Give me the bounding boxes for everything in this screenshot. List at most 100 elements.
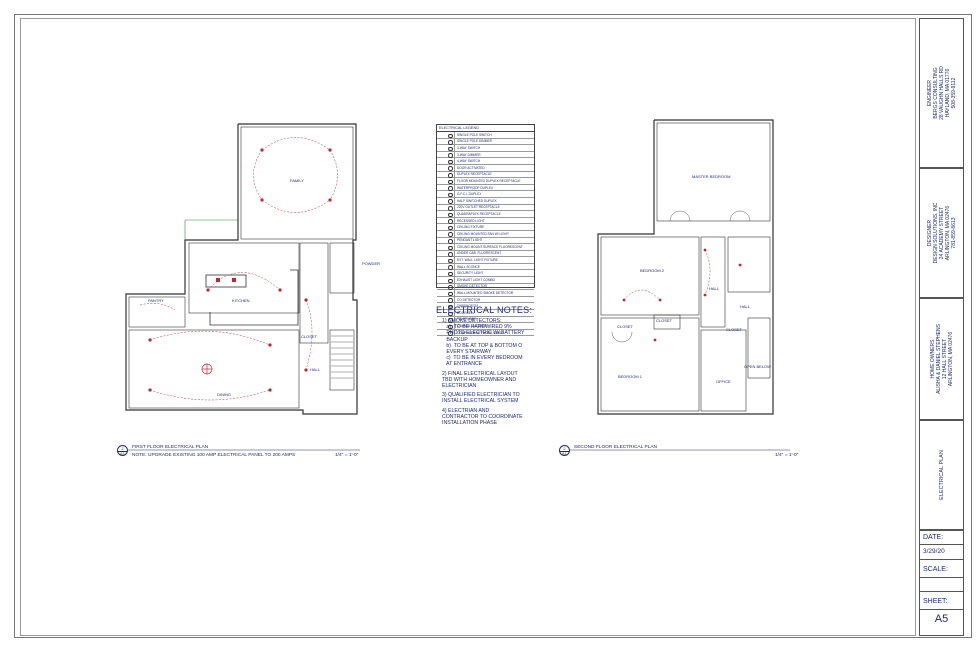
designer-box: DESIGNER DESIGN SOLUTIONS, INC 24 ACADEM… bbox=[919, 168, 964, 298]
legend-row-label: UNDER CAB. FLUORESCENT bbox=[457, 251, 502, 256]
legend-row-label: EXHAUST LIGHT COMBO bbox=[457, 277, 496, 282]
stair-walls bbox=[329, 329, 355, 391]
first-floor-outline bbox=[125, 123, 358, 415]
room-label-kitchen: KITCHEN bbox=[232, 298, 250, 303]
bedroom1-walls bbox=[600, 317, 700, 412]
legend-symbol-icon bbox=[445, 158, 455, 164]
drawing-sheet-border bbox=[14, 14, 972, 638]
sheet-title-box: ELECTRICAL PLAN bbox=[919, 420, 964, 530]
legend-row-label: CEILING MOUNTED FAN W/ LIGHT bbox=[457, 231, 509, 236]
first-floor-detail-bubble: 2 A1 bbox=[117, 445, 128, 456]
drawing-area-border bbox=[20, 18, 916, 636]
legend-row-label: SINGLE POLE DIMMER bbox=[457, 139, 492, 144]
ceiling-fan bbox=[201, 363, 213, 375]
legend-symbol-icon bbox=[445, 204, 455, 211]
room-label-hall-2: HALL bbox=[740, 304, 751, 309]
legend-row-label: CEILING FIXTURE bbox=[457, 225, 485, 230]
second-floor-devices bbox=[622, 248, 742, 342]
room-label-dining: DINING bbox=[217, 392, 231, 397]
legend-symbol-icon bbox=[445, 329, 455, 336]
legend-row-label: COAXIAL TV CABLE bbox=[457, 324, 487, 329]
sheet-title: ELECTRICAL PLAN bbox=[938, 450, 945, 500]
legend-row-label: SECURITY LIGHT bbox=[457, 271, 484, 276]
legend-row-label: QUADRAPLEX RECEPTACLE bbox=[457, 211, 501, 216]
sheet-label: SHEET: bbox=[923, 598, 948, 605]
legend-row-label: WALL MOUNTED SMOKE DETECTOR bbox=[457, 291, 514, 296]
legend-row-label: DOOR ACTIVATED bbox=[457, 165, 485, 170]
second-floor-doors bbox=[611, 210, 751, 343]
hall1-walls bbox=[700, 236, 726, 328]
pantry-walls bbox=[128, 296, 186, 328]
second-floor-bubble-sheet: A1 bbox=[562, 451, 567, 456]
first-floor-scale: 1/4" = 1'-0" bbox=[335, 453, 359, 458]
second-floor-scale: 1/4" = 1'-0" bbox=[775, 453, 799, 458]
legend-row: THERMOSTAT bbox=[437, 303, 534, 311]
hall-walls bbox=[299, 242, 329, 344]
legend-row-label: 3-WAY DIMMER bbox=[457, 152, 481, 157]
room-label-bedroom-2: BEDROOM 2 bbox=[640, 268, 665, 273]
legend-symbol-icon bbox=[445, 257, 455, 263]
second-floor-circuits bbox=[623, 249, 711, 301]
master-bedroom-walls bbox=[656, 122, 771, 222]
legend-symbol-icon bbox=[445, 310, 455, 316]
legend-symbol-icon bbox=[445, 250, 455, 257]
divider bbox=[920, 544, 963, 545]
legend-symbol-icon bbox=[445, 270, 455, 277]
divider bbox=[920, 591, 963, 592]
legend-title: ELECTRICAL LEGEND bbox=[437, 125, 534, 132]
kitchen-counter bbox=[209, 269, 299, 326]
stair2-walls bbox=[747, 317, 771, 379]
legend-row: SMOKE DETECTOR bbox=[437, 283, 534, 291]
owners-info: HOME OWNERS ALISHA & DANIEL STEPHENS 12 … bbox=[929, 324, 954, 394]
legend-row: 3-WAY DIMMER bbox=[437, 151, 534, 159]
legend-symbol-icon bbox=[445, 145, 455, 151]
legend-row-label: PENDANT LIGHT bbox=[457, 238, 483, 243]
legend-symbol-icon bbox=[445, 164, 455, 171]
legend-row-label: WATERPROOF DUPLEX bbox=[457, 185, 494, 190]
note-3: 3) QUALIFIED ELECTRICIAN TO INSTALL ELEC… bbox=[442, 392, 520, 405]
legend-symbol-icon bbox=[445, 316, 455, 323]
legend-row: CEILING FIXTURE bbox=[437, 224, 534, 231]
room-label-closet: CLOSET bbox=[301, 334, 318, 339]
bath-walls bbox=[727, 236, 771, 293]
room-label-family: FAMILY bbox=[290, 178, 304, 183]
legend-row: G.F.C.I. DUPLEX bbox=[437, 191, 534, 198]
second-floor-plan bbox=[597, 119, 774, 415]
legend-row: TELEPHONE bbox=[437, 316, 534, 324]
note-1: 1) SMOKE DETECTORS: a) TO BE HARDWIRED 9… bbox=[442, 318, 525, 368]
first-floor-stairs bbox=[331, 335, 353, 379]
first-floor-devices bbox=[148, 148, 332, 392]
legend-row-label: WALL SCONCE bbox=[457, 264, 480, 269]
room-label-pantry: PANTRY bbox=[148, 298, 164, 303]
legend-row: SINGLE POLE DIMMER bbox=[437, 138, 534, 146]
first-floor-plan bbox=[125, 123, 358, 415]
second-floor-outline bbox=[597, 119, 774, 415]
room-label-master-bedroom: MASTER BEDROOM bbox=[692, 174, 730, 179]
legend-row-label: DOORBELL bbox=[457, 310, 475, 315]
bedroom2-walls bbox=[600, 236, 700, 316]
legend-symbol-icon bbox=[445, 184, 455, 191]
electrical-notes: ELECTRICAL NOTES: 1) SMOKE DETECTORS: a)… bbox=[436, 305, 546, 426]
legend-row: EXHAUST LIGHT COMBO bbox=[437, 277, 534, 284]
legend-row-label: FLOOR MOUNTED DUPLEX RECEPTACLE bbox=[457, 178, 521, 183]
legend-row: DUPLEX RECEPTACLE bbox=[437, 171, 534, 179]
room-label-hall-1: HALL bbox=[709, 286, 720, 291]
legend-row: CO DETECTOR bbox=[437, 296, 534, 304]
legend-row: 4-WAY SWITCH bbox=[437, 158, 534, 165]
legend-symbol-icon bbox=[445, 290, 455, 296]
first-floor-circuits bbox=[139, 137, 338, 401]
legend-row: SECURITY LIGHT bbox=[437, 270, 534, 278]
first-floor-bubble-sheet: A1 bbox=[120, 451, 125, 456]
legend-row: PENDANT LIGHT bbox=[437, 237, 534, 245]
designer-info: DESIGNER DESIGN SOLUTIONS, INC 24 ACADEM… bbox=[926, 202, 957, 264]
legend-row: HALF SWITCHED DUPLEX bbox=[437, 197, 534, 205]
legend-symbol-icon bbox=[445, 211, 455, 217]
kitchen-island bbox=[205, 274, 247, 288]
room-label-bedroom-1: BEDROOM 1 bbox=[618, 374, 643, 379]
room-label-closet-2: CLOSET bbox=[656, 318, 673, 323]
title-block: ENGINEER BERGS CONSULTING 28 VAUGHN HALL… bbox=[919, 18, 964, 636]
owners-box: HOME OWNERS ALISHA & DANIEL STEPHENS 12 … bbox=[919, 298, 964, 420]
legend-row-label: 220V OUTLET RECEPTACLE bbox=[457, 205, 500, 210]
second-floor-detail-bubble: 2 A1 bbox=[559, 445, 570, 456]
